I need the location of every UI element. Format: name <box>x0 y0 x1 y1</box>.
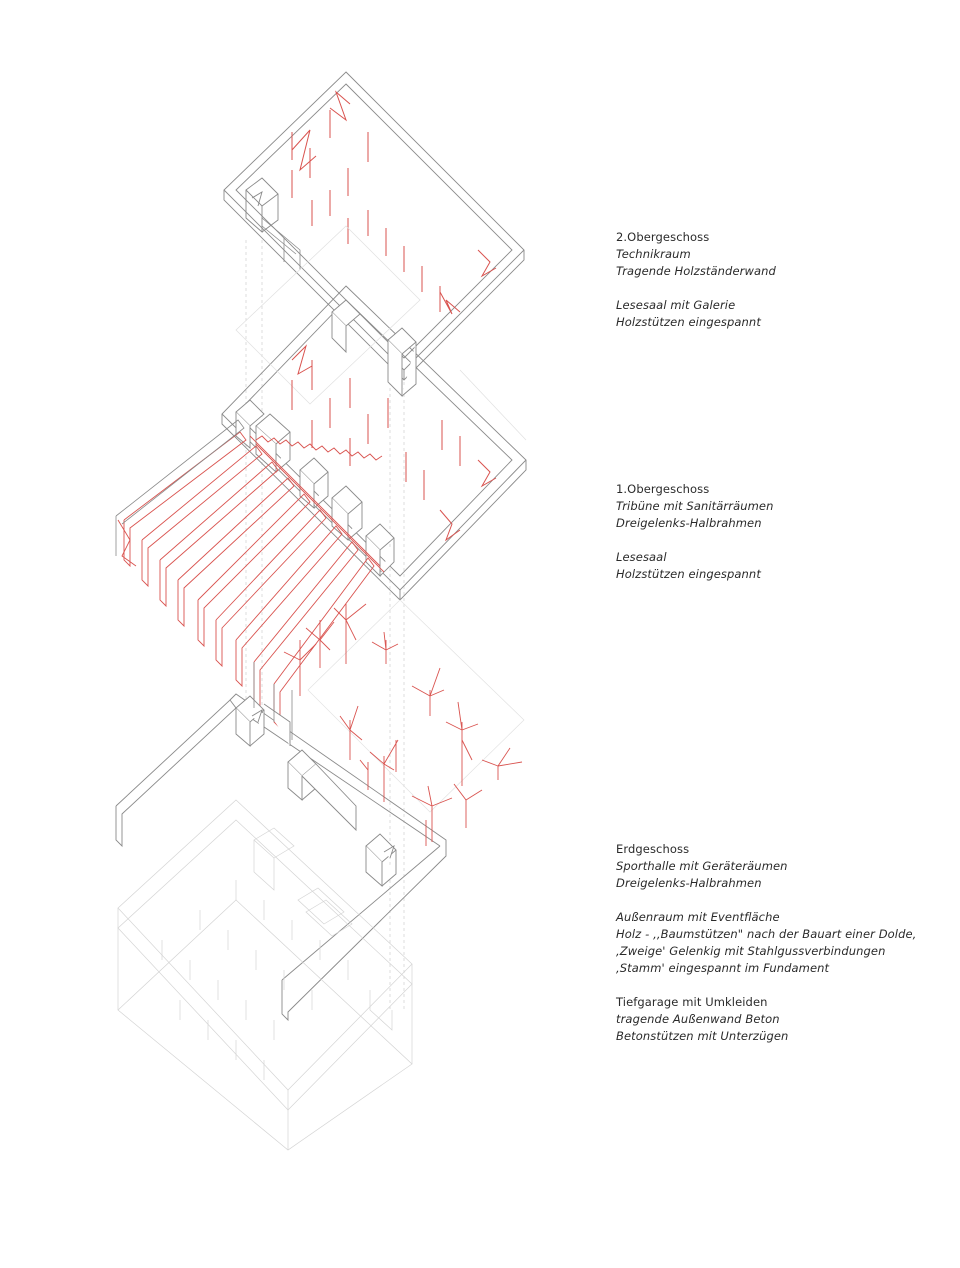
level-description-line: Tragende Holzständerwand <box>616 264 776 278</box>
level-description-line: Außenraum mit Eventfläche <box>616 910 780 924</box>
eg-tree-columns <box>283 603 523 846</box>
floor-eg <box>115 599 525 1022</box>
og1-bracing <box>291 344 497 542</box>
eg-half-frame-columns <box>253 662 293 740</box>
og1-half-frames <box>117 431 375 730</box>
level-description-line: Tiefgarage mit Umkleiden <box>616 995 768 1009</box>
level-description-line: ,Stamm' eingespannt im Fundament <box>616 961 830 975</box>
level-title: 2.Obergeschoss <box>616 230 710 244</box>
level-description-line: Dreigelenks-Halbrahmen <box>616 876 762 890</box>
label-gap <box>616 977 946 994</box>
og2-timber-columns <box>291 110 441 312</box>
level-title: 1.Obergeschoss <box>616 482 710 496</box>
level-description-line: Holzstützen eingespannt <box>616 315 761 329</box>
level-description-line: Betonstützen mit Unterzügen <box>616 1029 789 1043</box>
og2-bracing <box>291 90 497 315</box>
level-title: Erdgeschoss <box>616 842 690 856</box>
label-gap <box>616 532 946 549</box>
og2-timber-wall <box>261 217 301 270</box>
floor-tiefgarage <box>117 799 413 1151</box>
eg-ghost-outline <box>307 599 525 813</box>
og1-ghost-outline <box>235 225 527 441</box>
og1-frame-outline <box>115 419 245 556</box>
level-description-line: tragende Außenwand Beton <box>616 1012 780 1026</box>
level-description-line: ,Zweige' Gelenkig mit Stahlgussverbindun… <box>616 944 886 958</box>
tiefgarage-concrete-columns <box>161 880 349 1080</box>
eg-walls <box>115 693 447 1022</box>
level-description-line: Sporthalle mit Geräteräumen <box>616 859 788 873</box>
og2-stair-core <box>245 177 279 233</box>
og1-tribune-beam <box>249 435 385 573</box>
label-gap <box>616 892 946 909</box>
og1-reading-columns <box>291 360 461 500</box>
vertical-guides <box>245 240 405 1010</box>
level-description-line: Holzstützen eingespannt <box>616 567 761 581</box>
level-description-line: Technikraum <box>616 247 691 261</box>
level-description-line: Lesesaal <box>616 550 667 564</box>
level-description-line: Tribüne mit Sanitärräumen <box>616 499 774 513</box>
level-description-line: Dreigelenks-Halbrahmen <box>616 516 762 530</box>
floor-og2 <box>223 71 525 381</box>
eg-cores <box>235 695 397 887</box>
floor-og1 <box>115 225 527 730</box>
og1-cores <box>235 299 417 578</box>
og2-walls <box>223 71 525 381</box>
label-gap <box>616 280 946 297</box>
level-description-line: Lesesaal mit Galerie <box>616 298 736 312</box>
level-description-line: Holz - ,,Baumstützen" nach der Bauart ei… <box>616 927 917 941</box>
